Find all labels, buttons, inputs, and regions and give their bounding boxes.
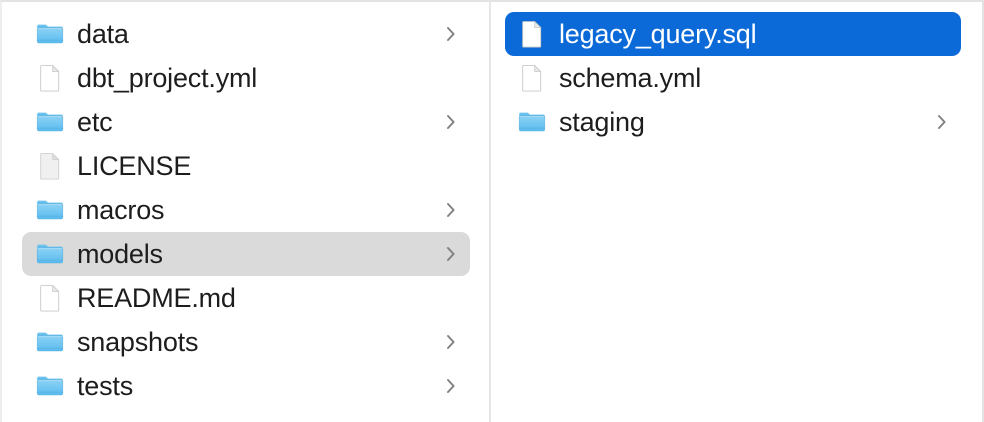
file-name-label: schema.yml — [559, 63, 702, 93]
file-name-label: etc — [77, 107, 113, 137]
chevron-right-icon — [935, 112, 949, 132]
folder-icon — [35, 107, 65, 137]
file-name-label: legacy_query.sql — [559, 19, 757, 49]
document-icon — [517, 63, 547, 93]
file-name-label: snapshots — [77, 327, 199, 357]
document-icon — [517, 19, 547, 49]
file-name-label: dbt_project.yml — [77, 63, 258, 93]
folder-icon — [35, 195, 65, 225]
file-name-label: README.md — [77, 283, 236, 313]
chevron-right-icon — [444, 244, 458, 264]
folder-icon — [35, 19, 65, 49]
document-icon — [35, 283, 65, 313]
document-icon — [35, 63, 65, 93]
generic-document-icon — [35, 151, 65, 181]
file-list-item[interactable]: macros — [22, 188, 470, 232]
file-name-label: staging — [559, 107, 645, 137]
file-list-item[interactable]: LICENSE — [22, 144, 470, 188]
file-list-item[interactable]: schema.yml — [505, 56, 961, 100]
file-name-label: tests — [77, 371, 134, 401]
file-list-item[interactable]: tests — [22, 364, 470, 408]
file-browser-column-child[interactable]: legacy_query.sql schema.yml staging — [491, 2, 982, 422]
file-name-label: LICENSE — [77, 151, 192, 181]
file-list-item[interactable]: README.md — [22, 276, 470, 320]
file-list-item[interactable]: staging — [505, 100, 961, 144]
chevron-right-icon — [444, 376, 458, 396]
chevron-right-icon — [444, 332, 458, 352]
file-name-label: data — [77, 19, 129, 49]
file-name-label: models — [77, 239, 163, 269]
folder-icon — [35, 239, 65, 269]
chevron-right-icon — [444, 24, 458, 44]
file-list-item[interactable]: models — [22, 232, 470, 276]
folder-icon — [35, 371, 65, 401]
chevron-right-icon — [444, 200, 458, 220]
file-list-item[interactable]: etc — [22, 100, 470, 144]
file-list-item[interactable]: data — [22, 12, 470, 56]
file-browser-column-parent[interactable]: data dbt_project.yml etc — [2, 2, 491, 422]
file-list-item[interactable]: snapshots — [22, 320, 470, 364]
file-list-item[interactable]: legacy_query.sql — [505, 12, 961, 56]
file-list-item[interactable]: dbt_project.yml — [22, 56, 470, 100]
chevron-right-icon — [444, 112, 458, 132]
folder-icon — [517, 107, 547, 137]
file-name-label: macros — [77, 195, 165, 225]
folder-icon — [35, 327, 65, 357]
